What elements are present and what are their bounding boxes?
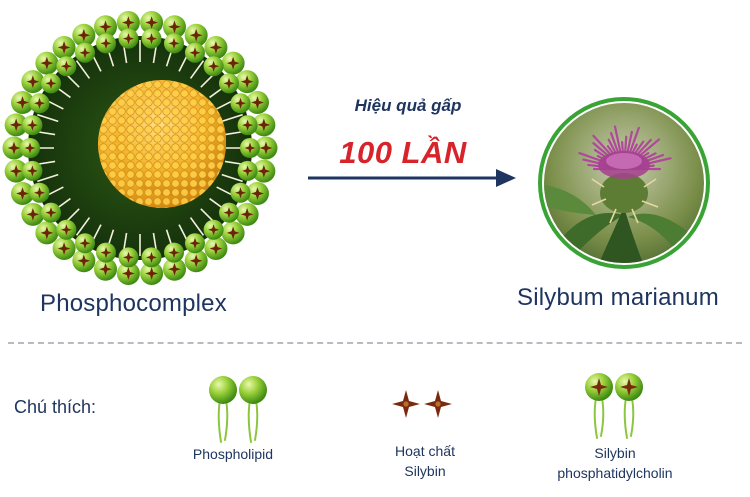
legend-silybin-label: Hoạt chất Silybin bbox=[360, 441, 490, 481]
efficacy-caption: Hiệu quả gấp bbox=[354, 96, 462, 115]
legend-silybin-phosphatidylcholin-label-line1: Silybin bbox=[594, 445, 636, 461]
liposome-shell bbox=[2, 11, 278, 285]
phosphocomplex-label: Phosphocomplex bbox=[40, 290, 227, 317]
right-arrow-icon bbox=[308, 169, 516, 187]
phospholipid-icon bbox=[209, 376, 267, 443]
efficacy-multiplier: 100 LẦN bbox=[339, 135, 467, 170]
phosphocomplex-illustration bbox=[2, 11, 278, 285]
legend-title: Chú thích: bbox=[14, 397, 97, 417]
legend-silybin-label-line2: Silybin bbox=[404, 463, 446, 479]
silybin-icon bbox=[392, 390, 452, 418]
milk-thistle-image bbox=[538, 97, 710, 269]
silybin-phosphatidylcholin-icon bbox=[585, 373, 643, 439]
legend-silybin-label-line1: Hoạt chất bbox=[395, 443, 455, 459]
legend-silybin-phosphatidylcholin-label: Silybin phosphatidylcholin bbox=[530, 443, 700, 483]
silybum-marianum-label: Silybum marianum bbox=[517, 284, 719, 311]
legend-silybin-phosphatidylcholin-label-line2: phosphatidylcholin bbox=[557, 465, 673, 481]
section-divider bbox=[8, 342, 742, 344]
legend-phospholipid-label: Phospholipid bbox=[192, 446, 274, 462]
